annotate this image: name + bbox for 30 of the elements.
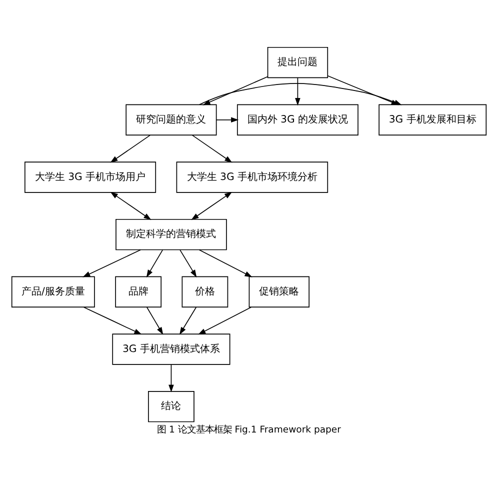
node-box: 价格	[182, 276, 228, 307]
arrow	[191, 191, 232, 220]
arrow	[216, 116, 239, 122]
arrow	[198, 306, 252, 334]
node-box: 品牌	[115, 276, 162, 307]
node-box: 3G 手机发展和目标	[378, 104, 487, 135]
arrow	[146, 249, 163, 277]
node-box: 制定科学的营销模式	[116, 218, 227, 250]
node-box: 结论	[148, 390, 194, 422]
arrow	[168, 364, 174, 392]
arrow	[180, 249, 197, 277]
arrow	[82, 248, 141, 277]
node-box: 大学生 3G 手机市场用户	[24, 161, 156, 192]
caption: 图 1 论文基本框架 Fig.1 Framework paper	[157, 424, 341, 436]
arrow	[83, 306, 142, 334]
node-box: 提出问题	[267, 46, 328, 78]
node-box: 促销策略	[248, 276, 310, 307]
arrow	[110, 191, 152, 220]
arrow	[192, 134, 232, 162]
arrow	[295, 77, 300, 106]
arrow	[179, 306, 196, 334]
node-box: 3G 手机营销模式体系	[112, 333, 230, 364]
arrow	[202, 76, 268, 105]
node-box: 研究问题的意义	[126, 104, 217, 135]
arrow	[146, 306, 164, 334]
node-box: 国内外 3G 的发展状况	[236, 104, 358, 135]
arrow	[110, 134, 151, 162]
node-box: 大学生 3G 手机市场环境分析	[176, 161, 328, 192]
arrow	[198, 248, 252, 277]
node-box: 产品/服务质量	[11, 276, 95, 307]
